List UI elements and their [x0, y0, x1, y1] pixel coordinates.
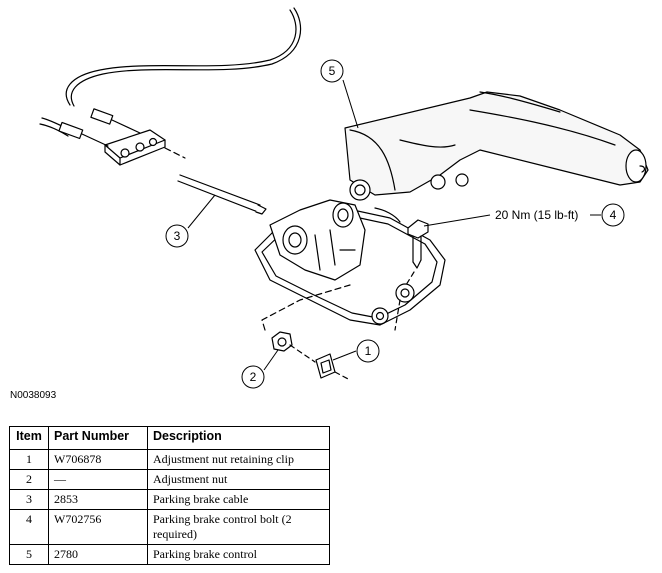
table-row: 4 W702756 Parking brake control bolt (2 … — [9, 509, 330, 545]
torque-spec-label: 20 Nm (15 lb-ft) — [495, 208, 578, 222]
description-cell: Parking brake cable — [147, 489, 330, 510]
parking-brake-cable — [39, 7, 302, 215]
svg-text:5: 5 — [329, 64, 336, 78]
callout-4: 4 — [601, 203, 625, 227]
column-header-item: Item — [9, 426, 49, 450]
table-header-row: Item Part Number Description — [9, 426, 330, 450]
adjustment-nut — [271, 331, 293, 352]
table-row: 3 2853 Parking brake cable — [9, 489, 330, 510]
item-cell: 1 — [9, 449, 49, 470]
callout-3: 3 — [165, 224, 189, 248]
parking-brake-diagram: 5 3 2 1 4 20 Nm (15 lb-ft) — [39, 7, 649, 389]
part-number-cell: 2853 — [48, 489, 148, 510]
svg-text:2: 2 — [250, 370, 257, 384]
item-cell: 4 — [9, 509, 49, 545]
item-cell: 2 — [9, 469, 49, 490]
svg-text:1: 1 — [365, 344, 372, 358]
adjustment-nut-retaining-clip — [315, 353, 336, 379]
equalizer-assembly — [269, 199, 366, 281]
column-header-description: Description — [147, 426, 330, 450]
svg-text:3: 3 — [174, 229, 181, 243]
table-row: 1 W706878 Adjustment nut retaining clip — [9, 449, 330, 470]
svg-text:4: 4 — [610, 208, 617, 222]
table-row: 2 — Adjustment nut — [9, 469, 330, 490]
table-row: 5 2780 Parking brake control — [9, 544, 330, 565]
parking-brake-control — [344, 91, 649, 201]
description-cell: Adjustment nut retaining clip — [147, 449, 330, 470]
callout-5: 5 — [320, 59, 344, 83]
parts-table: Item Part Number Description 1 W706878 A… — [9, 426, 330, 565]
part-number-cell: W706878 — [48, 449, 148, 470]
description-cell: Parking brake control bolt (2 required) — [147, 509, 330, 545]
item-cell: 5 — [9, 544, 49, 565]
callout-1: 1 — [356, 339, 380, 363]
description-cell: Parking brake control — [147, 544, 330, 565]
item-cell: 3 — [9, 489, 49, 510]
callout-2: 2 — [241, 365, 265, 389]
column-header-part-number: Part Number — [48, 426, 148, 450]
part-number-cell: — — [48, 469, 148, 490]
figure-id: N0038093 — [10, 390, 57, 401]
control-bolt — [394, 219, 429, 331]
description-cell: Adjustment nut — [147, 469, 330, 490]
part-number-cell: W702756 — [48, 509, 148, 545]
part-number-cell: 2780 — [48, 544, 148, 565]
